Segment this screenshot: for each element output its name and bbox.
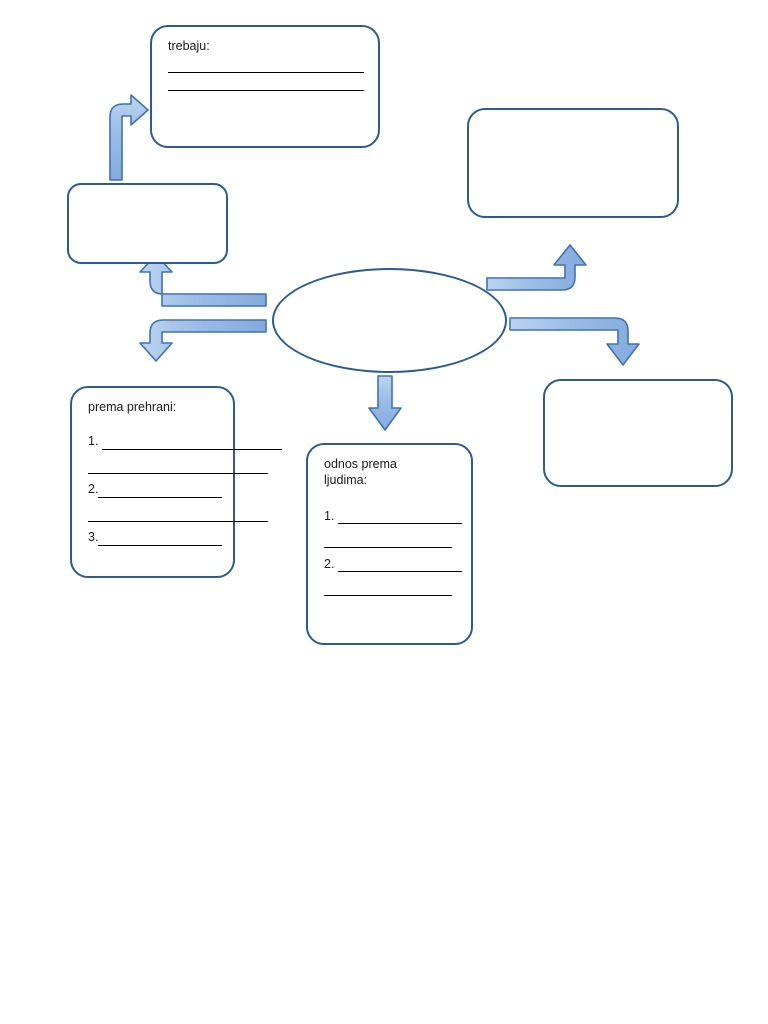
blank-number: 3. — [88, 530, 99, 544]
node-bottom-center-blanks: 1. 2. — [324, 500, 462, 597]
blank-rule[interactable] — [337, 558, 462, 573]
node-bottom-center-content: odnos prema ljudima: 1. 2. — [308, 445, 471, 606]
blank-number: 1. — [324, 508, 338, 523]
blank-row[interactable]: 2. — [88, 474, 223, 498]
blank-number: 2. — [88, 482, 99, 496]
blank-number: 1. — [88, 434, 102, 448]
arrow-midleft-to-topleft — [109, 94, 149, 181]
arrow-center-to-bottomright — [509, 317, 640, 366]
blank-row[interactable]: 1. — [324, 500, 462, 525]
blank-row[interactable] — [88, 450, 268, 474]
node-bottom-left-prehrana[interactable]: prema prehrani: 1. 2. — [70, 386, 282, 578]
blank-rule[interactable] — [98, 484, 223, 498]
node-top-left-content: trebaju: — [152, 27, 378, 101]
blank-rule[interactable] — [324, 582, 452, 597]
blank-row[interactable]: 3. — [88, 522, 223, 546]
blank-row[interactable]: 2. — [324, 548, 462, 573]
blank-rule[interactable] — [98, 532, 223, 546]
blank-line-1[interactable] — [168, 71, 364, 73]
blank-row[interactable] — [88, 498, 268, 522]
node-bottom-left-title: prema prehrani: — [88, 400, 177, 414]
node-bottom-right-content — [545, 381, 731, 407]
node-top-left-title: trebaju: — [168, 39, 210, 53]
blank-rule[interactable] — [101, 436, 282, 450]
blank-rule[interactable] — [337, 510, 462, 525]
node-top-right-empty[interactable] — [467, 108, 679, 218]
node-bottom-right-empty[interactable] — [543, 379, 733, 487]
node-top-left-trebaju[interactable]: trebaju: — [150, 25, 380, 148]
center-ellipse[interactable] — [272, 268, 507, 373]
node-bottom-center-ljudi[interactable]: odnos prema ljudima: 1. 2. — [306, 443, 473, 645]
arrow-center-to-bottomcenter — [368, 375, 402, 431]
blank-row[interactable] — [324, 524, 457, 549]
blank-row[interactable] — [324, 572, 457, 597]
node-bottom-left-blanks: 1. 2. 3. — [88, 426, 282, 546]
blank-rule[interactable] — [88, 460, 268, 474]
node-bottom-center-title: odnos prema ljudima: — [324, 457, 397, 487]
blank-number: 2. — [324, 556, 338, 571]
blank-row[interactable]: 1. — [88, 426, 282, 450]
node-mid-left-content — [69, 185, 226, 211]
center-ellipse-label-wrap — [274, 270, 505, 322]
arrow-center-to-bottomleft — [139, 319, 267, 362]
blank-rule[interactable] — [324, 534, 452, 549]
node-top-right-content — [469, 110, 677, 136]
node-bottom-left-content: prema prehrani: 1. 2. — [72, 388, 282, 556]
blank-rule[interactable] — [88, 508, 268, 522]
blank-line-2[interactable] — [168, 89, 364, 91]
node-mid-left-empty[interactable] — [67, 183, 228, 264]
